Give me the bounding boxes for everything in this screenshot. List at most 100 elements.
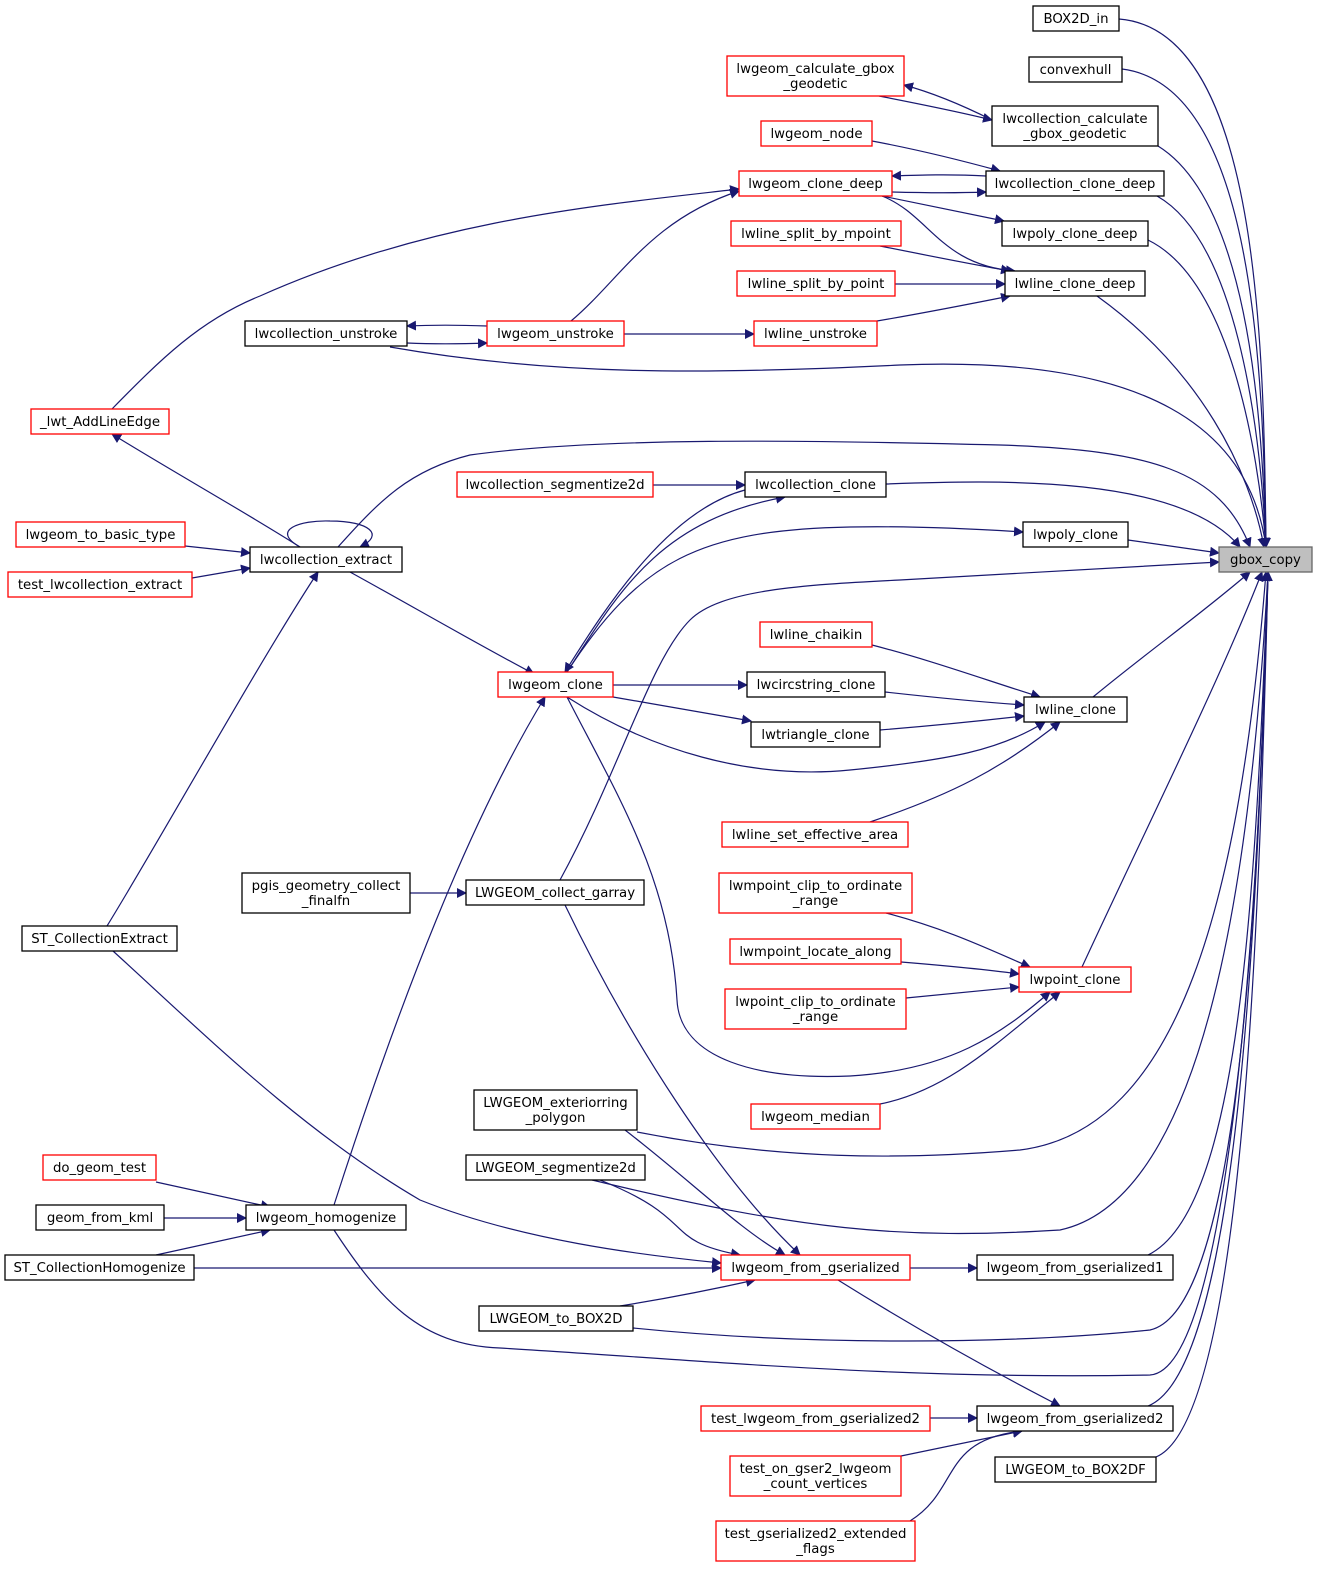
edge-path xyxy=(879,991,1061,1105)
edge-path xyxy=(879,712,1025,731)
edge-path xyxy=(111,185,740,410)
node-box xyxy=(465,1154,646,1181)
node-test-on-gser2-lwgeom-count-vertices[interactable]: test_on_gser2_lwgeom_count_vertices xyxy=(729,1455,902,1497)
node-lwline-chaikin[interactable]: lwline_chaikin xyxy=(759,621,873,648)
edge-lwgeom-from-gserialized-to-lwgeom-from-gserialized2 xyxy=(837,1279,1061,1407)
edge-lwgeom-calculate-gbox-geodetic-to-lwcollection-calculate-gbox-geodetic xyxy=(878,95,993,123)
node-test-gserialized2-extended-flags[interactable]: test_gserialized2_extended_flags xyxy=(715,1520,916,1562)
node-lwcollection-calculate-gbox-geodetic[interactable]: lwcollection_calculate_gbox_geodetic xyxy=(991,105,1159,147)
edge-lwline-set-effective-area-to-lwline-clone xyxy=(869,721,1061,823)
edge-lwgeom-unstroke-to-lwcollection-unstroke xyxy=(406,320,488,331)
node-lwgeom-from-gserialized[interactable]: lwgeom_from_gserialized xyxy=(720,1254,911,1281)
node-lwcollection-clone[interactable]: lwcollection_clone xyxy=(744,471,887,498)
node-label: lwgeom_median xyxy=(761,1110,870,1125)
edge-path xyxy=(406,338,488,349)
node-test-lwcollection-extract[interactable]: test_lwcollection_extract xyxy=(7,571,193,598)
node-lwmpoint-locate-along[interactable]: lwmpoint_locate_along xyxy=(729,938,902,965)
node-lwpoint-clip-to-ordinate-range[interactable]: lwpoint_clip_to_ordinate_range xyxy=(724,988,907,1030)
node-lwpoly-clone-deep[interactable]: lwpoly_clone_deep xyxy=(1001,220,1149,247)
node-lwline-clone[interactable]: lwline_clone xyxy=(1023,696,1128,723)
node-lwline-split-by-mpoint[interactable]: lwline_split_by_mpoint xyxy=(730,220,902,247)
node-box xyxy=(1032,5,1120,32)
node-lwpoly-clone[interactable]: lwpoly_clone xyxy=(1022,521,1129,548)
node-lwgeom-from-gserialized2[interactable]: lwgeom_from_gserialized2 xyxy=(976,1405,1174,1432)
node-lwline-clone-deep[interactable]: lwline_clone_deep xyxy=(1004,270,1146,297)
node-lwt-addlineedge[interactable]: _lwt_AddLineEdge xyxy=(30,408,170,435)
node-test-lwgeom-from-gserialized2[interactable]: test_lwgeom_from_gserialized2 xyxy=(700,1405,931,1432)
edge-path xyxy=(871,644,1041,700)
edge-lwcollection-clone-to-gbox-copy xyxy=(885,481,1241,548)
node-lwgeom-node[interactable]: lwgeom_node xyxy=(760,120,873,147)
node-label: _flags xyxy=(795,1542,835,1557)
edge-lwcircstring-clone-to-lwline-clone xyxy=(884,691,1025,710)
node-lwgeom-median[interactable]: lwgeom_median xyxy=(750,1103,881,1130)
node-lwcollection-unstroke[interactable]: lwcollection_unstroke xyxy=(244,320,408,347)
node-lwgeom-homogenize[interactable]: lwgeom_homogenize xyxy=(245,1204,407,1231)
edge-lwtriangle-clone-to-lwline-clone xyxy=(879,712,1025,731)
node-pgis-geometry-collect-finalfn[interactable]: pgis_geometry_collect_finalfn xyxy=(241,872,411,914)
edge-path xyxy=(599,1179,741,1259)
node-do-geom-test[interactable]: do_geom_test xyxy=(42,1154,157,1181)
edge-lwgeom-to-box2d-to-gbox-copy xyxy=(632,571,1273,1342)
node-lwpoint-clone[interactable]: lwpoint_clone xyxy=(1018,966,1132,993)
node-lwgeom-to-box2df[interactable]: LWGEOM_to_BOX2DF xyxy=(994,1456,1157,1483)
node-geom-from-kml[interactable]: geom_from_kml xyxy=(35,1204,165,1231)
node-label: lwcollection_clone_deep xyxy=(995,177,1156,192)
node-box xyxy=(1001,220,1149,247)
node-lwcollection-extract[interactable]: lwcollection_extract xyxy=(249,546,403,573)
edge-lwcollection-clone-deep-to-gbox-copy xyxy=(1156,195,1271,548)
node-box xyxy=(736,270,896,297)
node-lwgeom-clone-deep[interactable]: lwgeom_clone_deep xyxy=(738,170,893,197)
node-box xyxy=(744,471,887,498)
edge-lwgeom-exteriorring-polygon-to-gbox-copy xyxy=(636,571,1271,1157)
node-convexhull[interactable]: convexhull xyxy=(1028,56,1123,83)
node-lwgeom-unstroke[interactable]: lwgeom_unstroke xyxy=(486,320,625,347)
node-lwgeom-segmentize2d[interactable]: LWGEOM_segmentize2d xyxy=(465,1154,646,1181)
node-lwcircstring-clone[interactable]: lwcircstring_clone xyxy=(746,671,886,698)
node-st-collectionhomogenize[interactable]: ST_CollectionHomogenize xyxy=(4,1254,195,1281)
node-label: lwpoint_clone xyxy=(1030,973,1121,988)
node-label: lwgeom_unstroke xyxy=(497,327,614,342)
node-lwline-unstroke[interactable]: lwline_unstroke xyxy=(753,320,878,347)
node-lwcollection-clone-deep[interactable]: lwcollection_clone_deep xyxy=(985,170,1165,197)
node-label: _range xyxy=(792,1010,838,1025)
node-lwmpoint-clip-to-ordinate-range[interactable]: lwmpoint_clip_to_ordinate_range xyxy=(718,872,913,914)
node-label: lwgeom_homogenize xyxy=(256,1211,396,1226)
edge-path xyxy=(869,721,1061,823)
node-lwline-split-by-point[interactable]: lwline_split_by_point xyxy=(736,270,896,297)
node-lwgeom-from-gserialized1[interactable]: lwgeom_from_gserialized1 xyxy=(976,1254,1174,1281)
edge-lwgeom-to-box2d-to-lwgeom-from-gserialized xyxy=(619,1277,756,1307)
edge-path xyxy=(337,440,1252,548)
node-lwtriangle-clone[interactable]: lwtriangle_clone xyxy=(750,721,881,748)
node-st-collectionextract[interactable]: ST_CollectionExtract xyxy=(21,925,178,952)
node-lwcollection-segmentize2d[interactable]: lwcollection_segmentize2d xyxy=(456,471,654,498)
edge-lwgeom-clone-to-lwpoly-clone xyxy=(566,526,1024,673)
node-box xyxy=(726,55,905,97)
edge-path xyxy=(566,696,1046,773)
node-lwgeom-clone[interactable]: lwgeom_clone xyxy=(497,671,614,698)
edge-path xyxy=(891,170,987,181)
node-lwgeom-calculate-gbox-geodetic[interactable]: lwgeom_calculate_gbox_geodetic xyxy=(726,55,905,97)
edge-path xyxy=(333,696,546,1206)
node-lwgeom-to-basic-type[interactable]: lwgeom_to_basic_type xyxy=(15,521,186,548)
edge-path xyxy=(905,982,1020,999)
node-gbox-copy[interactable]: gbox_copy xyxy=(1218,546,1313,573)
edge-path xyxy=(612,696,752,725)
edge-box2d-in-to-gbox-copy xyxy=(1118,18,1271,548)
edge-lwcollection-extract-to-lwgeom-clone xyxy=(349,571,535,675)
node-lwgeom-exteriorring-polygon[interactable]: LWGEOM_exteriorring_polygon xyxy=(473,1089,638,1131)
node-label: BOX2D_in xyxy=(1043,12,1108,27)
node-lwgeom-collect-garray[interactable]: LWGEOM_collect_garray xyxy=(465,879,645,906)
node-box2d-in[interactable]: BOX2D_in xyxy=(1032,5,1120,32)
edge-path xyxy=(1118,18,1271,548)
node-label: lwmpoint_clip_to_ordinate xyxy=(729,879,902,894)
edge-path xyxy=(155,1227,271,1256)
node-label: test_lwgeom_from_gserialized2 xyxy=(711,1412,920,1427)
edge-lwline-split-by-mpoint-to-lwline-clone-deep xyxy=(879,245,1011,275)
node-lwline-set-effective-area[interactable]: lwline_set_effective_area xyxy=(721,821,909,848)
node-box xyxy=(724,988,907,1030)
node-box xyxy=(721,821,909,848)
node-lwgeom-to-box2d[interactable]: LWGEOM_to_BOX2D xyxy=(478,1305,634,1332)
edge-path xyxy=(1081,571,1264,968)
node-label: do_geom_test xyxy=(53,1161,146,1176)
